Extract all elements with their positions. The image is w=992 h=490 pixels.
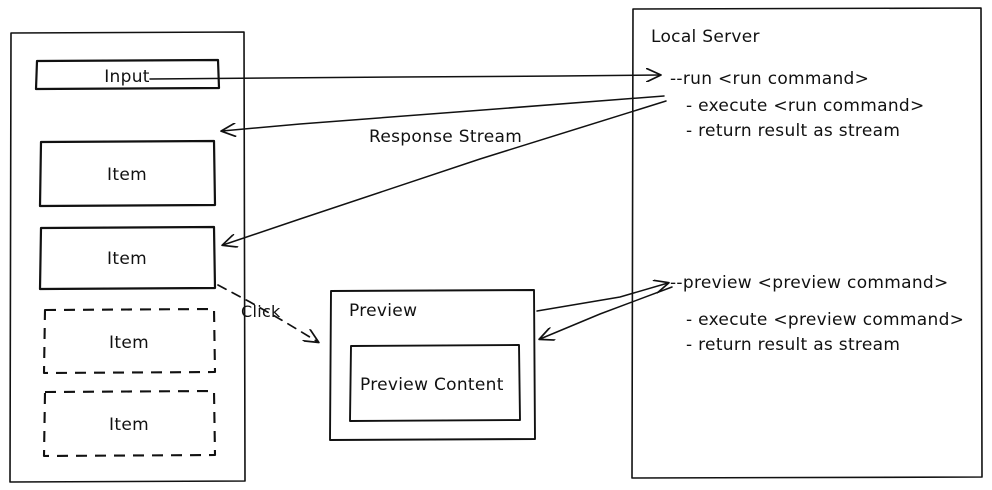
preview-command-label: --preview <preview command> bbox=[670, 273, 949, 293]
edge-input-to-run bbox=[149, 75, 660, 79]
item-box-1[interactable] bbox=[38, 139, 217, 208]
edge-label-response-stream: Response Stream bbox=[369, 127, 522, 147]
server-panel-title: Local Server bbox=[651, 27, 760, 47]
client-panel-border bbox=[9, 31, 246, 483]
run-command-label: --run <run command> bbox=[670, 69, 869, 89]
item-label-1: Item bbox=[107, 165, 147, 185]
edge-run-to-item-2 bbox=[223, 100, 667, 245]
preview-panel-title: Preview bbox=[349, 301, 417, 321]
edge-run-to-item-1 bbox=[222, 95, 665, 131]
preview-step-1: - execute <preview command> bbox=[686, 310, 964, 330]
item-box-3[interactable] bbox=[42, 307, 217, 375]
edge-preview-to-preview-cmd bbox=[536, 283, 668, 312]
preview-content-label: Preview Content bbox=[360, 375, 504, 395]
preview-content-box bbox=[349, 344, 521, 422]
item-box-4[interactable] bbox=[42, 389, 217, 458]
item-label-4: Item bbox=[109, 415, 149, 435]
run-step-2: - return result as stream bbox=[686, 121, 900, 141]
edge-label-click: Click bbox=[241, 302, 281, 321]
item-box-2[interactable] bbox=[38, 225, 217, 291]
run-step-1: - execute <run command> bbox=[686, 96, 925, 116]
edge-preview-cmd-to-content bbox=[540, 286, 673, 339]
input-label: Input bbox=[104, 67, 150, 87]
item-label-3: Item bbox=[109, 333, 149, 353]
item-label-2: Item bbox=[107, 249, 147, 269]
server-panel-border bbox=[631, 7, 983, 479]
edge-item2-to-preview bbox=[217, 284, 318, 342]
input-box[interactable] bbox=[34, 58, 221, 91]
preview-step-2: - return result as stream bbox=[686, 335, 900, 355]
